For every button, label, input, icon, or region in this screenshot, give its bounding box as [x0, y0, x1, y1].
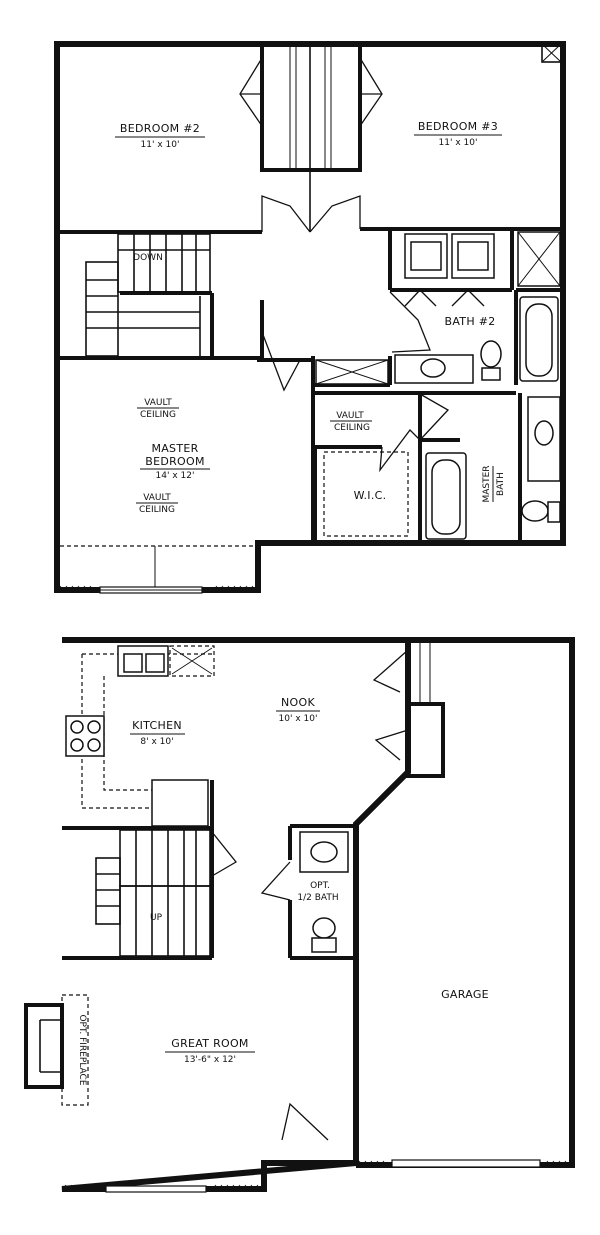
main-stairs	[95, 829, 237, 957]
master-toilet	[521, 500, 549, 522]
vault-ceiling-upper-line1: VAULT	[144, 398, 172, 408]
half-bath-toilet	[312, 917, 336, 939]
dishwasher	[169, 645, 215, 677]
garage-label: GARAGE	[441, 988, 489, 1001]
wic-door	[379, 429, 421, 473]
garage-pilaster	[406, 702, 445, 778]
great-room-size: 13'-6" x 12'	[184, 1055, 236, 1065]
wic-shelf	[323, 451, 409, 537]
refrigerator	[151, 779, 209, 827]
bedroom-closets	[260, 42, 362, 172]
nook-size: 10' x 10'	[279, 714, 318, 724]
bedroom3-label: BEDROOM #3	[418, 120, 498, 133]
sink	[420, 358, 446, 378]
great-room-label: GREAT ROOM	[171, 1037, 248, 1050]
front-door	[281, 1102, 329, 1141]
nook-label: NOOK	[281, 696, 315, 709]
master-door	[261, 331, 301, 392]
bedroom3-size: 11' x 10'	[439, 138, 478, 148]
garage-entry-door	[372, 649, 409, 761]
closet-bifold-right	[359, 57, 383, 127]
vault-ceiling-hall-line1: VAULT	[336, 411, 364, 421]
half-bath-line2: 1/2 BATH	[297, 893, 338, 903]
half-bath-fixtures	[260, 831, 349, 953]
opt-fireplace	[24, 994, 89, 1106]
bath2-label: BATH #2	[444, 315, 495, 328]
garage-door	[391, 1159, 541, 1168]
kitchen-label: KITCHEN	[132, 719, 182, 732]
upper-interior-walls	[57, 227, 563, 543]
bath2-door	[389, 291, 431, 353]
toilet	[480, 340, 502, 368]
bedroom2-size: 11' x 10'	[141, 140, 180, 150]
stairs-up-label: UP	[150, 913, 163, 923]
fireplace-label: OPT. FIREPLACE	[77, 1014, 87, 1085]
main-interior-walls	[62, 780, 356, 960]
vault-ceiling-upper-line2: CEILING	[140, 410, 176, 420]
bedroom2-door	[261, 195, 311, 233]
kitchen-size: 8' x 10'	[140, 737, 173, 747]
upper-floor-plan: BEDROOM #2 11' x 10' BEDROOM #3 11' x 10…	[54, 41, 566, 594]
vault-ceiling-lower-line2: CEILING	[139, 505, 175, 515]
master-size: 14' x 12'	[156, 471, 195, 481]
master-label-line1: MASTER	[151, 442, 198, 455]
master-label-line2: BEDROOM	[145, 455, 205, 468]
master-bath-line2: BATH	[496, 472, 506, 496]
master-bath-line1: MASTER	[482, 465, 492, 502]
bedroom3-door	[309, 195, 361, 233]
vault-ceiling-lower-line1: VAULT	[143, 493, 171, 503]
master-bath-fixtures	[419, 393, 561, 540]
wic-label: W.I.C.	[354, 489, 387, 502]
bedroom2-label: BEDROOM #2	[120, 122, 200, 135]
closet-bifold-left	[239, 57, 263, 127]
bath2-fixtures	[394, 231, 561, 384]
half-bath-line1: OPT.	[310, 881, 330, 891]
vault-ceiling-hall-line2: CEILING	[334, 423, 370, 433]
vent-box	[541, 43, 562, 63]
great-room-window	[105, 1185, 207, 1193]
stairs-down-label: DOWN	[133, 253, 163, 263]
upper-stairs	[85, 233, 211, 357]
main-floor-plan: KITCHEN 8' x 10' NOOK 10' x 10' UP OPT. …	[24, 637, 575, 1193]
